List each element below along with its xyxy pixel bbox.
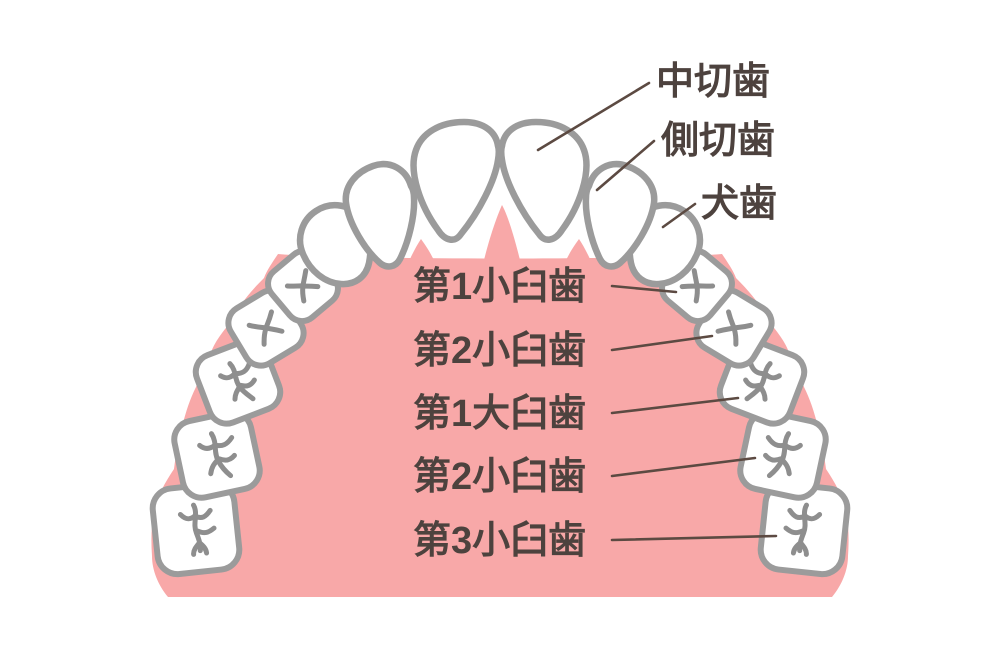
label-canine: 犬歯 <box>701 183 777 225</box>
leader-line-central-incisor <box>536 81 651 152</box>
leader-line-second-molar <box>610 456 757 478</box>
gum-wedge-incisor-lateral <box>560 239 598 278</box>
leader-line-second-premolar <box>610 334 714 352</box>
leader-line-lateral-incisor <box>595 139 656 192</box>
label-lateral-incisor: 側切歯 <box>660 120 775 162</box>
label-second-premolar: 第2小臼歯 <box>413 330 586 372</box>
tooth-lateral-incisor <box>582 160 658 270</box>
leader-line-first-premolar <box>610 284 678 294</box>
label-second-molar: 第2小臼歯 <box>413 456 586 498</box>
leader-line-first-molar <box>610 396 740 415</box>
gum-shape <box>151 254 849 597</box>
label-central-incisor: 中切歯 <box>656 61 770 103</box>
gum-wedge-center <box>484 205 520 260</box>
label-third-molar: 第3小臼歯 <box>413 520 586 562</box>
tooth-second-molar <box>737 409 829 501</box>
label-first-molar: 第1大臼歯 <box>413 393 586 435</box>
label-first-premolar: 第1小臼歯 <box>413 266 586 308</box>
leader-line-canine <box>661 202 697 229</box>
leader-line-third-molar <box>610 534 778 542</box>
teeth-right-half <box>498 118 851 578</box>
tooth-central-incisor <box>498 118 590 243</box>
